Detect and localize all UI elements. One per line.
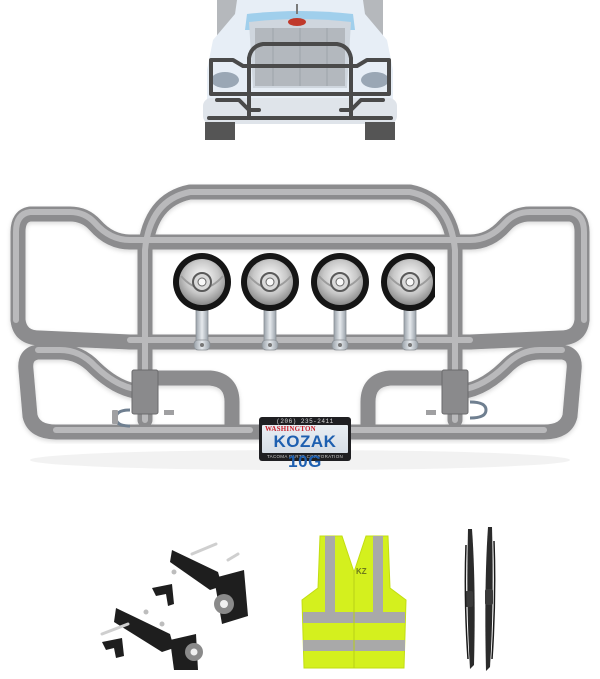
mounting-brackets-image (92, 530, 257, 670)
truck-preview-image (197, 0, 403, 142)
fog-light-2 (240, 252, 300, 351)
lights-row (165, 250, 435, 360)
plate-frame-dealer: TACOMA PARTS CORPORATION (266, 454, 344, 459)
plate-state: WASHINGTON (265, 425, 316, 433)
fog-light-4 (380, 252, 435, 351)
plate-number: KOZAK 10G (273, 432, 337, 471)
fog-light-3 (310, 252, 370, 351)
plate-frame-phone: (206) 235-2411 (276, 418, 334, 425)
wiper-blades-image (458, 525, 502, 673)
vest-logo: KZ (356, 567, 367, 576)
fog-light-1 (172, 252, 232, 351)
plate-body: WASHINGTON KOZAK 10G (262, 425, 348, 471)
license-plate: (206) 235-2411 WASHINGTON KOZAK 10G TACO… (259, 417, 351, 471)
safety-vest-image: KZ (298, 532, 410, 674)
